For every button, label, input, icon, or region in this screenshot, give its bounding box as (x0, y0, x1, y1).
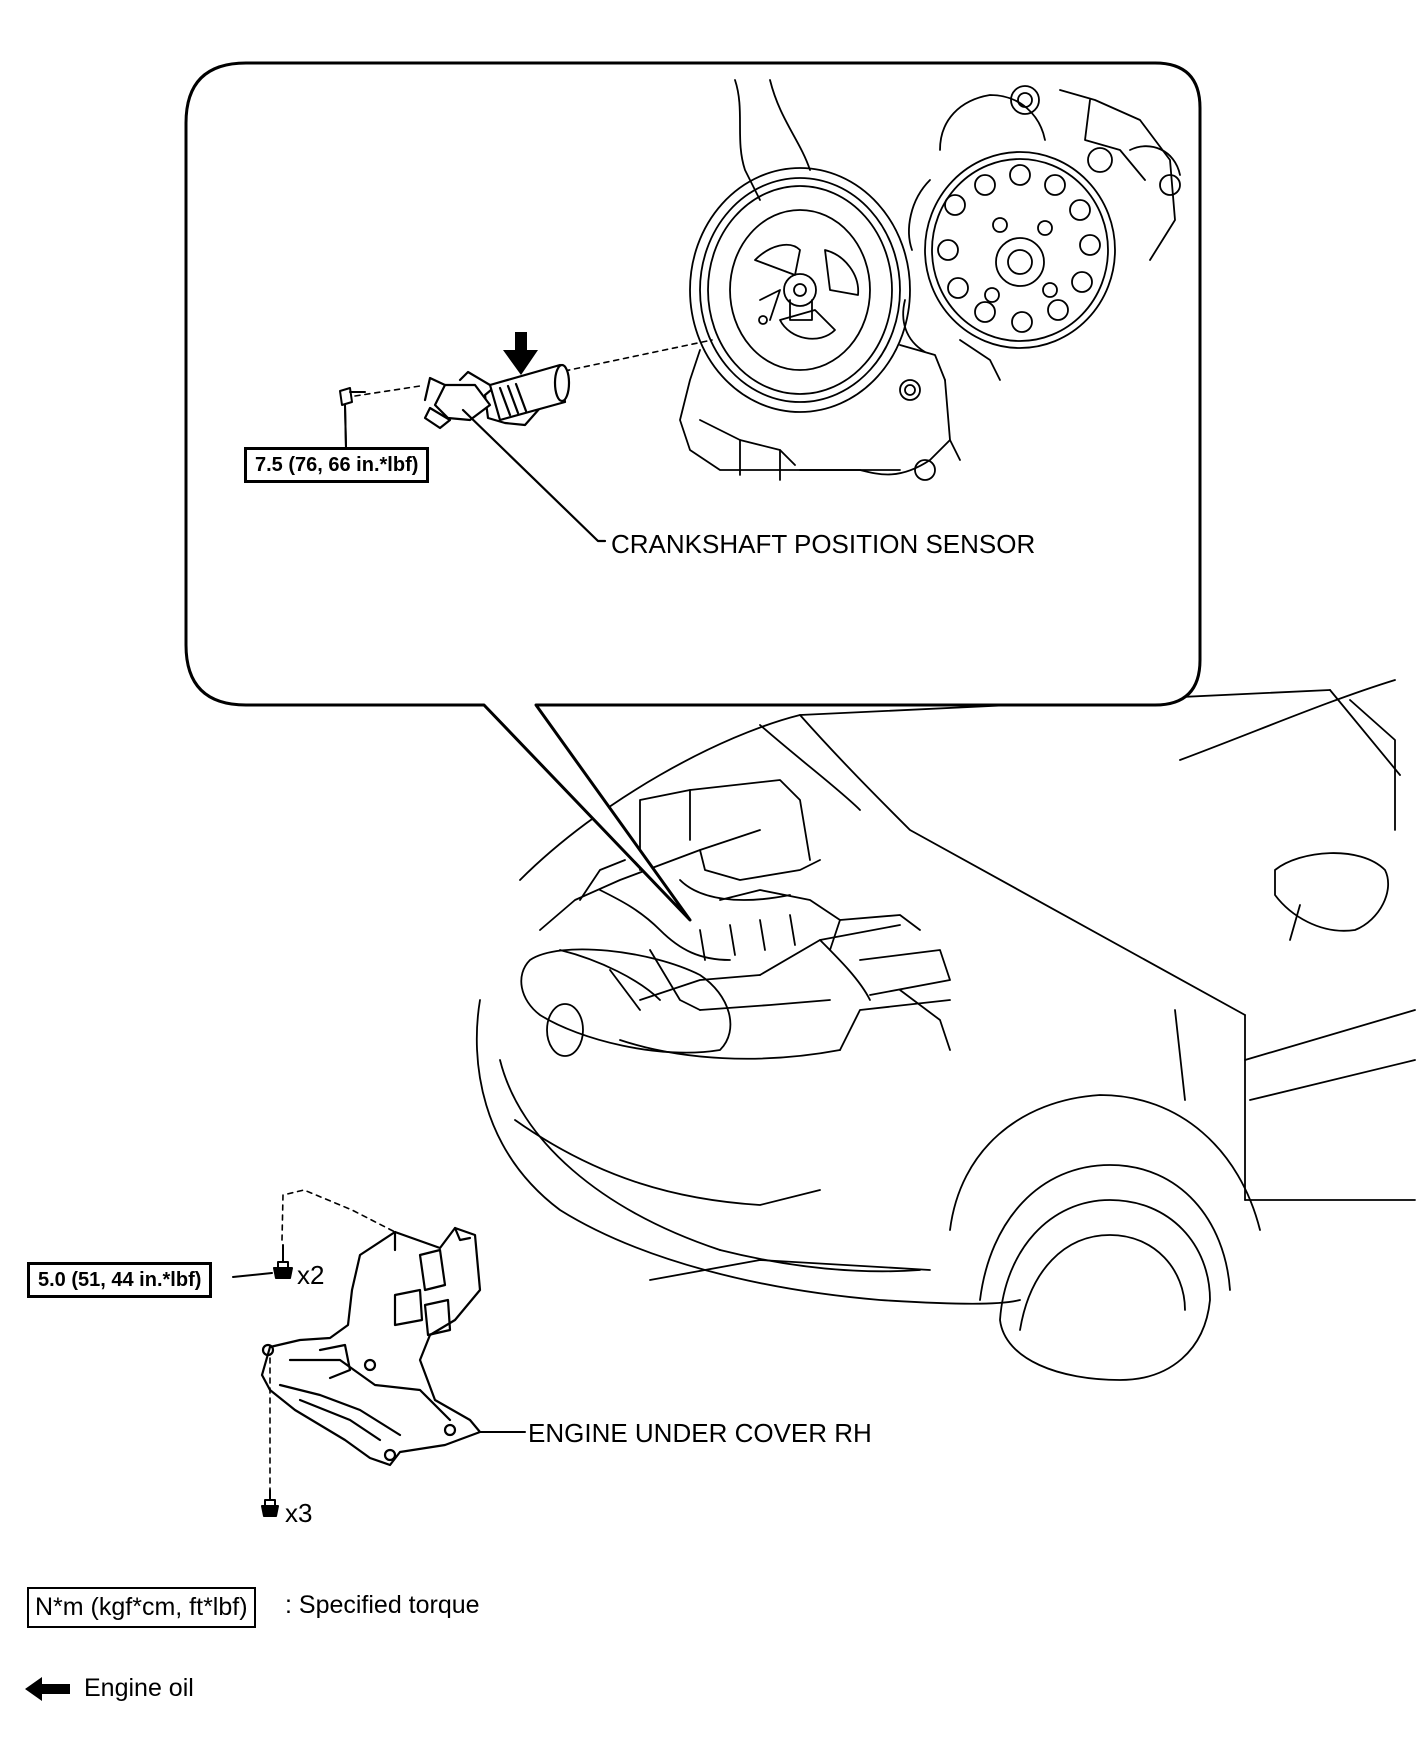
lower-bolt-quantity: x3 (285, 1498, 313, 1528)
cover-upper-bolt-line (281, 1189, 396, 1241)
legend-torque-units: N*m (kgf*cm, ft*lbf) (27, 1587, 256, 1628)
crankshaft-position-sensor (423, 363, 571, 430)
sensor-torque-callout: 7.5 (76, 66 in.*lbf) (244, 447, 430, 483)
engine-oil-arrow-icon (503, 332, 538, 375)
lower-bolt-icon (261, 1489, 279, 1517)
cover-torque-leader (232, 1272, 273, 1278)
cover-part-label: ENGINE UNDER COVER RH (528, 1418, 872, 1448)
legend-engine-oil-description: Engine oil (84, 1674, 194, 1702)
sensor-torque-leader (344, 404, 347, 449)
legend-torque-description: : Specified torque (285, 1591, 480, 1619)
sensor-label-leader (461, 408, 607, 543)
upper-bolt-icon (273, 1244, 293, 1279)
legend-engine-oil-arrow-icon (25, 1677, 70, 1701)
cover-torque-callout: 5.0 (51, 44 in.*lbf) (27, 1262, 213, 1298)
engine-detail-illustration (679, 79, 1181, 481)
vehicle-illustration (475, 679, 1416, 1381)
sensor-alignment-line (354, 339, 713, 397)
engine-under-cover-part (260, 1226, 482, 1467)
zoom-callout-frame (184, 61, 1202, 922)
upper-bolt-quantity: x2 (297, 1260, 325, 1290)
sensor-part-label: CRANKSHAFT POSITION SENSOR (611, 529, 1036, 559)
